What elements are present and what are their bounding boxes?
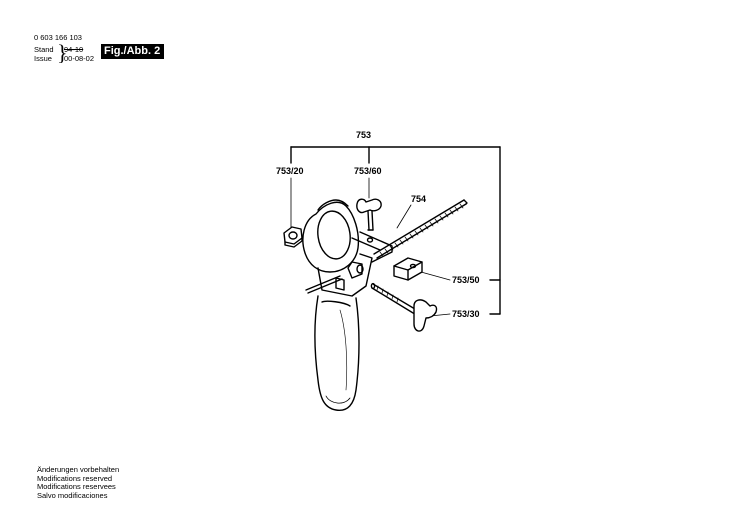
clamp-bolt-threads: [376, 285, 399, 303]
issue-date: 00-08-02: [64, 54, 95, 63]
footer-line-es: Salvo modificaciones: [37, 490, 108, 500]
callout-753-30: 753/30: [452, 309, 480, 319]
callout-753: 753: [356, 130, 371, 140]
leader-lines: [290, 177, 451, 317]
bracket-main: [290, 146, 501, 315]
clamp-block: [393, 257, 423, 281]
callout-753-60: 753/60: [354, 166, 382, 176]
depth-rod-threads: [379, 203, 464, 257]
hex-nut: [283, 226, 303, 248]
stand-label: Stand: [34, 45, 54, 54]
footer-line-de: Änderungen vorbehalten: [37, 465, 120, 474]
brace-glyph: }: [57, 40, 68, 65]
clamp-bolt: [370, 282, 438, 332]
stand-value: 94-10: [64, 45, 84, 54]
figure-badge: Fig./Abb. 2: [101, 44, 165, 59]
auxiliary-handle: [302, 199, 393, 411]
document-number: 0 603 166 103: [34, 33, 82, 42]
callout-753-20: 753/20: [276, 166, 304, 176]
callout-754: 754: [411, 194, 426, 204]
footer-line-fr: Modifications reservees: [37, 482, 116, 491]
wing-bolt: [356, 198, 382, 243]
callout-753-50: 753/50: [452, 275, 480, 285]
footer-line-en: Modifications reserved: [37, 473, 113, 483]
footer-notes: Änderungen vorbehalten Modifications res…: [37, 465, 120, 500]
issue-label: Issue: [34, 54, 52, 63]
